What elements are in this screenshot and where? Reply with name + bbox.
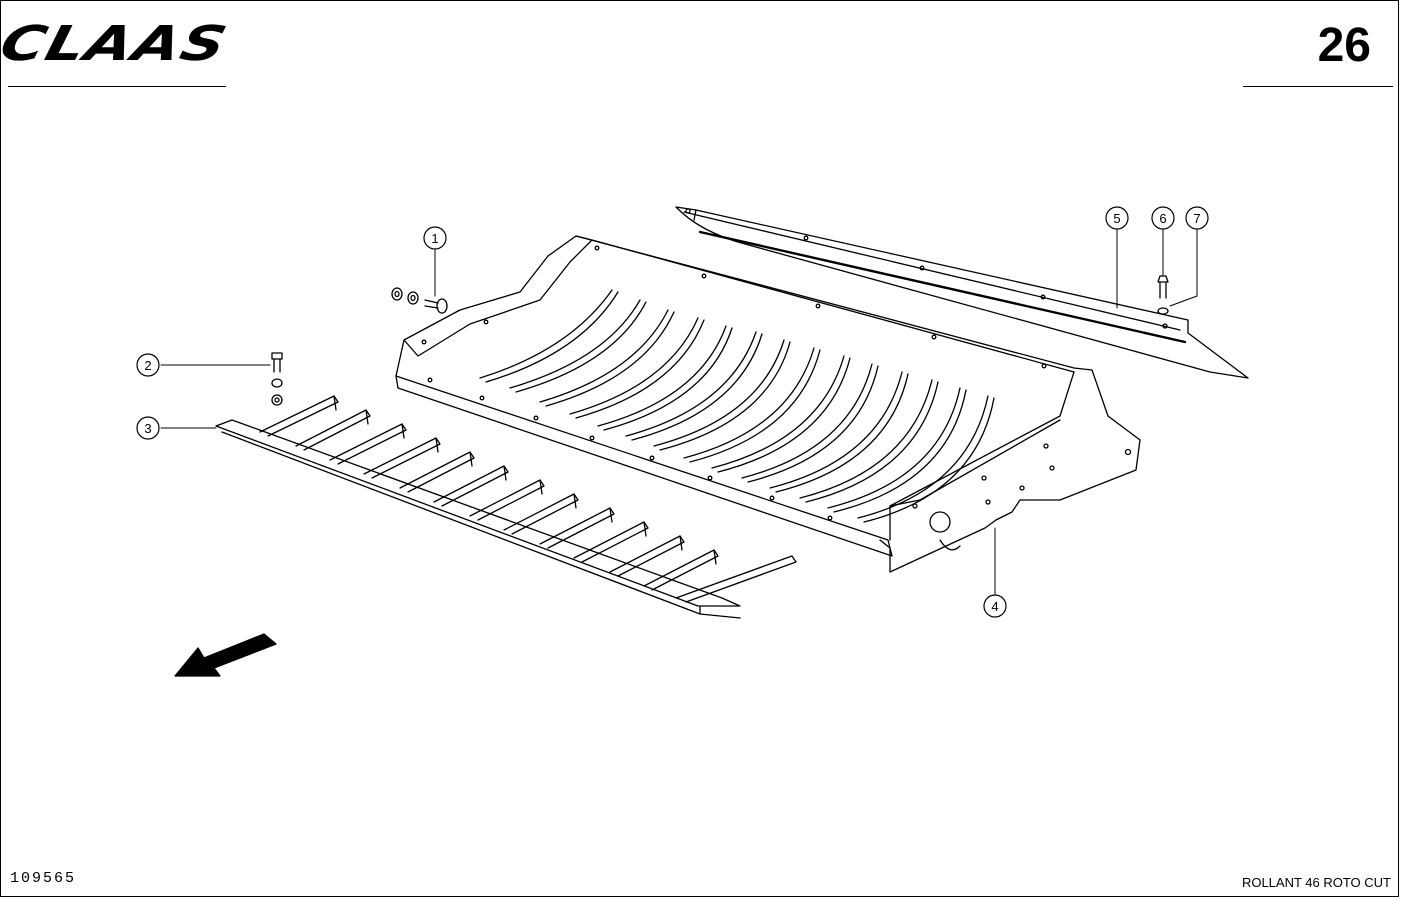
leader-lines xyxy=(160,229,1198,595)
callout-7-label: 7 xyxy=(1193,211,1200,226)
model-name: ROLLANT 46 ROTO CUT xyxy=(1241,875,1391,890)
part-bolt-nut xyxy=(271,352,283,406)
part-comb-rake xyxy=(215,395,797,619)
part-guide-body xyxy=(395,235,1141,573)
drawing-number: 109565 xyxy=(10,870,77,887)
logo-underline xyxy=(8,86,226,87)
callout-6: 6 xyxy=(1151,206,1175,230)
callout-5: 5 xyxy=(1105,206,1129,230)
page-number-underline xyxy=(1243,86,1393,87)
callout-4: 4 xyxy=(983,594,1007,618)
part-bolt-washers xyxy=(391,287,448,314)
callout-5-label: 5 xyxy=(1113,211,1120,226)
part-bolt-washer-right xyxy=(1157,275,1169,315)
callout-1-label: 1 xyxy=(431,231,438,246)
callout-2: 2 xyxy=(136,353,160,377)
page-number: 26 xyxy=(1317,19,1371,72)
callout-4-label: 4 xyxy=(991,599,998,614)
direction-arrow-icon xyxy=(174,633,277,677)
callout-2-label: 2 xyxy=(144,358,151,373)
brand-logo: CLAAS xyxy=(0,16,233,90)
callout-7: 7 xyxy=(1185,206,1209,230)
callout-1: 1 xyxy=(423,226,447,250)
callout-3: 3 xyxy=(136,416,160,440)
callout-6-label: 6 xyxy=(1159,211,1166,226)
callout-3-label: 3 xyxy=(144,421,151,436)
part-cover-strip xyxy=(675,206,1249,379)
